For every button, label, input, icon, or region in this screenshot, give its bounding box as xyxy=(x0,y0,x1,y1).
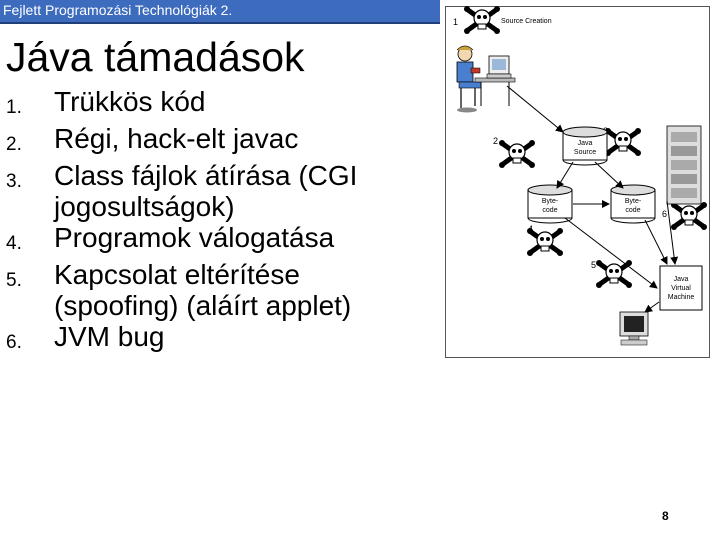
step-number-5: 5 xyxy=(591,260,596,270)
item-number: 1. xyxy=(6,97,22,118)
attack-list: 1. Trükkös kód 2. Régi, hack-elt javac 3… xyxy=(6,86,426,358)
slide-title: Jáva támadások xyxy=(6,34,305,80)
jvm-box xyxy=(659,265,703,311)
page-number: 8 xyxy=(662,509,669,523)
monitor-illustration xyxy=(619,311,649,346)
item-text: Trükkös kód xyxy=(54,86,206,117)
item-number: 6. xyxy=(6,332,22,353)
item-text: JVM bug xyxy=(54,321,165,352)
list-item: 3. Class fájlok átírása (CGI jogosultság… xyxy=(6,160,426,222)
item-text: Régi, hack-elt javac xyxy=(54,123,299,154)
step-number-1: 1 xyxy=(453,17,458,27)
flow-arrows xyxy=(506,85,679,313)
bytecode-right-label: code xyxy=(625,207,640,214)
step-number-2: 2 xyxy=(493,136,498,146)
java-source-label: Source xyxy=(574,149,596,156)
java-source-label: Java xyxy=(578,140,593,147)
header-title: Fejlett Programozási Technológiák 2. xyxy=(3,2,233,18)
server-rack-illustration xyxy=(666,125,702,205)
bytecode-left-label: Byte- xyxy=(542,198,559,205)
programmer-illustration xyxy=(456,45,516,113)
item-text-line: Kapcsolat eltérítése xyxy=(54,259,300,290)
header-bar: Fejlett Programozási Technológiák 2. xyxy=(0,0,440,24)
item-number: 4. xyxy=(6,233,22,254)
item-text-line: (spoofing) (aláírt applet) xyxy=(54,290,352,321)
jvm-label: Machine xyxy=(668,294,695,301)
list-item: 1. Trükkös kód xyxy=(6,86,426,123)
item-text-line: Class fájlok átírása (CGI xyxy=(54,160,358,191)
step-number-6: 6 xyxy=(662,209,667,219)
list-item: 4. Programok válogatása xyxy=(6,222,426,259)
item-number: 3. xyxy=(6,171,22,192)
list-item: 5. Kapcsolat eltérítése (spoofing) (aláí… xyxy=(6,259,426,321)
source-creation-caption: Source Creation xyxy=(501,18,552,25)
bytecode-right-label: Byte- xyxy=(625,198,642,205)
item-number: 5. xyxy=(6,270,22,291)
item-text: Programok válogatása xyxy=(54,222,335,253)
list-item: 2. Régi, hack-elt javac xyxy=(6,123,426,160)
item-text-line: jogosultságok) xyxy=(54,191,235,222)
item-text: Kapcsolat eltérítése (spoofing) (aláírt … xyxy=(54,259,426,321)
jvm-label: Java xyxy=(674,276,689,283)
jvm-label: Virtual xyxy=(671,285,691,292)
java-attack-diagram: 1 2 3 4 5 6 Source Creation Java Source … xyxy=(445,6,710,358)
bytecode-left-label: code xyxy=(542,207,557,214)
list-item: 6. JVM bug xyxy=(6,321,426,358)
item-number: 2. xyxy=(6,134,22,155)
item-text: Class fájlok átírása (CGI jogosultságok) xyxy=(54,160,426,222)
